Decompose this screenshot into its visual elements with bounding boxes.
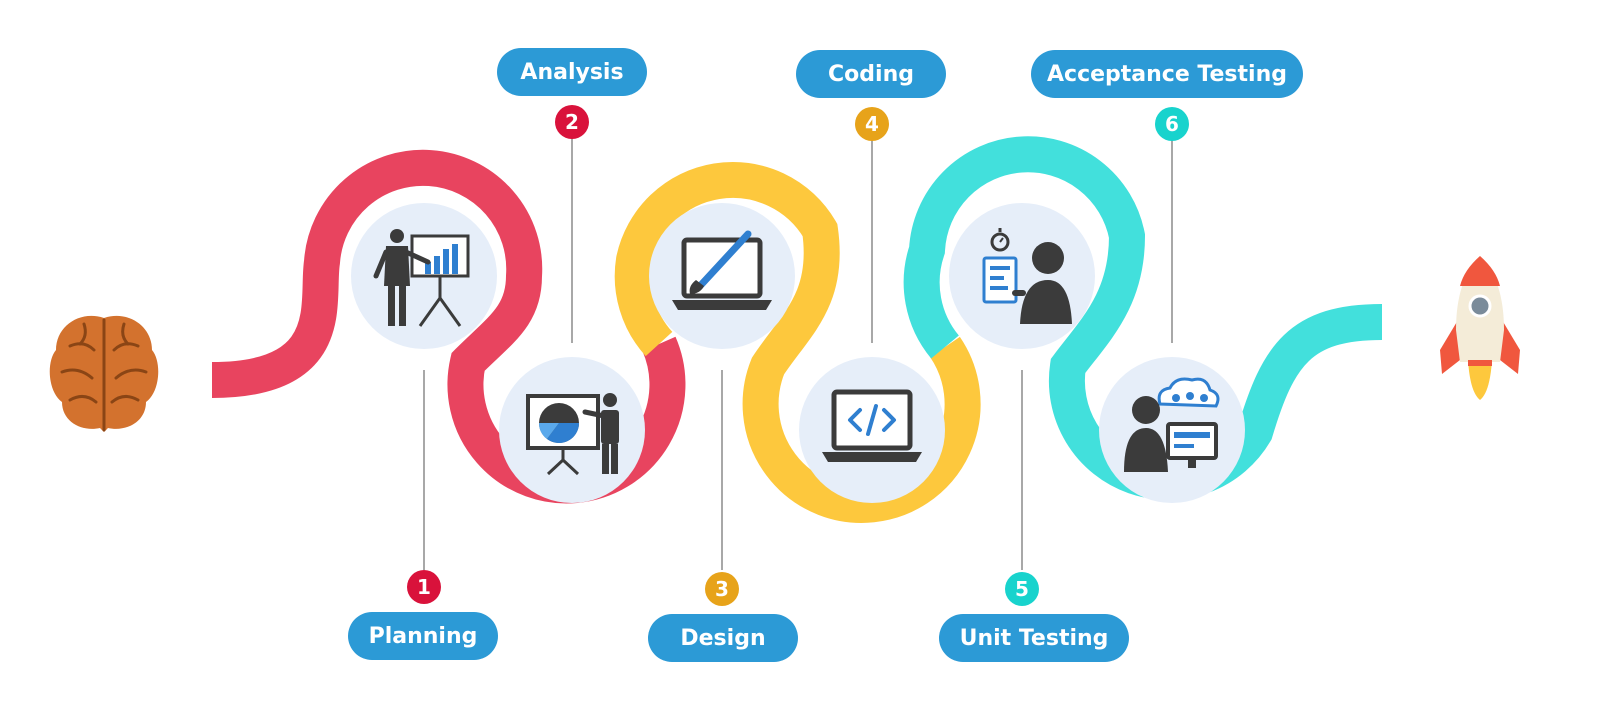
ribbon-segment-yellow xyxy=(614,162,981,523)
step-label-6: Acceptance Testing xyxy=(1031,50,1303,98)
step-label-1: Planning xyxy=(348,612,498,660)
step-label-5: Unit Testing xyxy=(939,614,1129,662)
step-label-4: Coding xyxy=(796,50,946,98)
step-number-2: 2 xyxy=(555,105,589,139)
tester-checklist-icon xyxy=(982,228,1072,324)
step-number-4: 4 xyxy=(855,107,889,141)
presenter-bar-chart-icon xyxy=(373,229,470,327)
step-label-3: Design xyxy=(648,614,798,662)
brain-icon xyxy=(49,315,159,432)
step-label-2: Analysis xyxy=(497,48,647,96)
step-number-6: 6 xyxy=(1155,107,1189,141)
step-number-1: 1 xyxy=(407,570,441,604)
user-feedback-icon xyxy=(1124,377,1220,472)
step-circle-5 xyxy=(949,203,1095,349)
rocket-icon xyxy=(1440,256,1520,400)
laptop-brush-icon xyxy=(672,230,772,310)
connector-lines xyxy=(423,138,1173,570)
presenter-pie-chart-icon xyxy=(526,393,619,476)
ribbon-segment-teal xyxy=(903,136,1383,500)
step-number-3: 3 xyxy=(705,572,739,606)
laptop-code-icon xyxy=(822,389,922,462)
step-number-5: 5 xyxy=(1005,572,1039,606)
